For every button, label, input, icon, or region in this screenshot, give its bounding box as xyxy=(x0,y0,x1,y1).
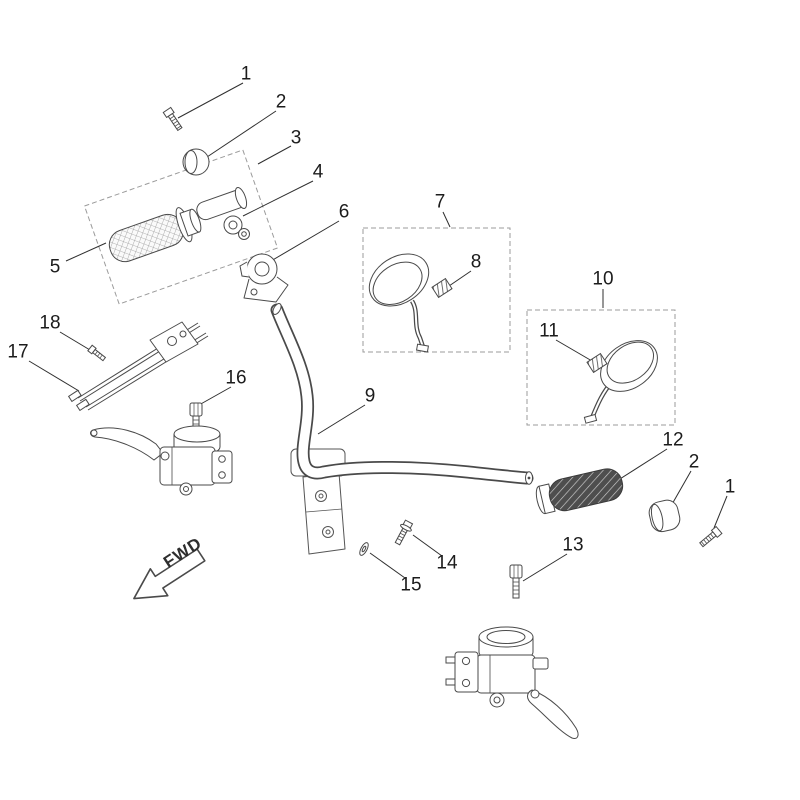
callout-3: 3 xyxy=(290,127,302,149)
part-5-left-grip xyxy=(108,207,202,263)
part-10-mirror-box-right xyxy=(526,309,676,426)
callout-2-left: 2 xyxy=(275,91,287,113)
callout-9: 9 xyxy=(364,385,376,407)
callout-7: 7 xyxy=(434,191,446,213)
part-6-throttle-housing xyxy=(239,253,289,303)
callout-14: 14 xyxy=(436,552,458,574)
callout-10: 10 xyxy=(592,268,614,290)
callout-18: 18 xyxy=(39,312,61,334)
part-10-right-mirror xyxy=(583,340,658,424)
fwd-arrow xyxy=(133,548,206,600)
right-brake-master-cylinder xyxy=(445,626,579,739)
part-4-throttle-tube xyxy=(196,187,250,240)
left-brake-master-cylinder xyxy=(90,425,233,496)
part-18-screw xyxy=(87,344,107,362)
part-9-handlebar xyxy=(270,303,534,555)
part-14-screw xyxy=(394,519,414,546)
part-7-left-mirror xyxy=(368,253,430,353)
callout-12: 12 xyxy=(662,429,684,451)
callout-5: 5 xyxy=(49,256,61,278)
part-16-bolt xyxy=(189,402,203,436)
callout-1-right: 1 xyxy=(724,476,736,498)
callout-2-right: 2 xyxy=(688,451,700,473)
callout-16: 16 xyxy=(225,367,247,389)
part-15-washer xyxy=(359,542,369,556)
callout-15: 15 xyxy=(400,574,422,596)
callout-8: 8 xyxy=(470,251,482,273)
part-3-grip-boundary-box xyxy=(83,149,279,305)
cable-clamp xyxy=(149,321,199,363)
callout-11: 11 xyxy=(539,320,559,342)
leader-lines xyxy=(28,82,728,582)
callout-1-left: 1 xyxy=(240,63,252,85)
part-11-mirror-adapter-right xyxy=(586,352,608,374)
part-7-mirror-box-left xyxy=(362,227,511,353)
part-2-cap-right xyxy=(648,499,681,533)
part-2-cap-left xyxy=(182,148,210,176)
part-1-screw-left xyxy=(162,106,183,132)
part-13-bolt xyxy=(509,564,523,599)
callout-17: 17 xyxy=(7,341,29,363)
callout-13: 13 xyxy=(562,534,584,556)
callout-4: 4 xyxy=(312,161,324,183)
callout-6: 6 xyxy=(338,201,350,223)
part-8-mirror-adapter-left xyxy=(431,277,453,299)
part-1-screw-right xyxy=(699,525,723,548)
part-12-right-grip xyxy=(535,468,624,515)
